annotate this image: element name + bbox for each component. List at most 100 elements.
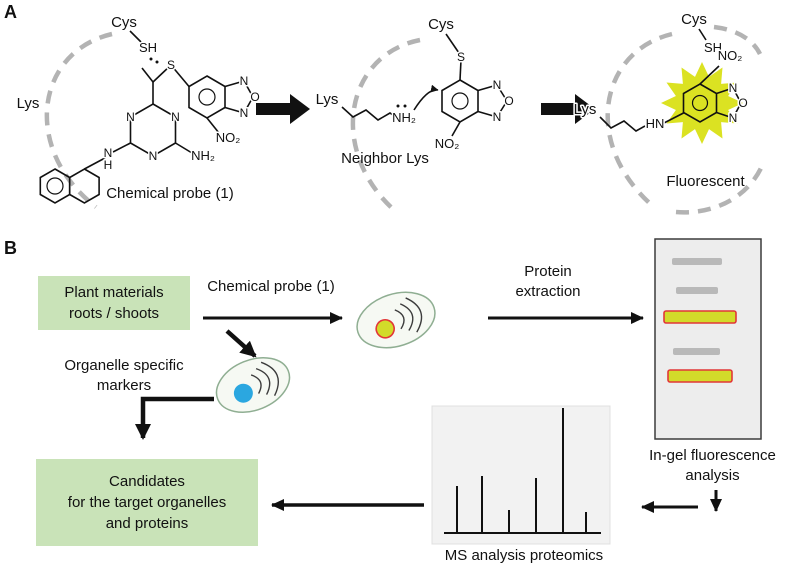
tetralin-aromatic-ring: [39, 168, 71, 204]
marker-treatment-arrow: [225, 329, 257, 358]
reaction-arrow-1: [256, 94, 310, 124]
organelle-arc: [394, 309, 405, 330]
plant-materials-line: Plant materials: [64, 283, 164, 301]
protein-surface-dashed-arc: [605, 31, 673, 210]
gel-caption: In-gel fluorescence analysis: [638, 446, 787, 485]
lone-pair-dots: [403, 104, 407, 108]
mechanism-curved-arrow: [413, 84, 439, 111]
lysine-chain: [599, 116, 646, 132]
nbd-benzene-ring: [188, 75, 226, 119]
protein-extraction-label: Protein extraction: [500, 262, 596, 301]
oxadiazole-ring: [477, 84, 508, 118]
organelle-arc: [399, 303, 414, 331]
nbd-benzene-ring: [441, 79, 479, 123]
cell-membrane: [215, 357, 291, 413]
cys-label: Cys: [681, 11, 707, 28]
cys-label: Cys: [428, 16, 454, 33]
nitrogen-label: N: [729, 81, 738, 95]
chemical-probe-label: Chemical probe (1): [207, 278, 335, 295]
gel-image: [654, 238, 762, 440]
oxadiazole-ring: [716, 87, 742, 119]
no2-label: NO₂: [216, 130, 241, 145]
fluorescent-product-structure: Cys SH NO₂ Lys HN N O N: [572, 10, 749, 144]
organelle-markers-line: markers: [96, 376, 152, 394]
chemical-probe-structure: Cys SH S Lys N N N NH₂ N H NO₂ N O N: [15, 13, 261, 204]
panel-b-label: B: [4, 238, 17, 258]
nucleus-fluorescent: [375, 318, 395, 339]
nitrogen-label: N: [493, 78, 502, 92]
gel-lane: [654, 238, 762, 440]
no2-label: NO₂: [435, 136, 460, 151]
nh2-label: NH₂: [392, 110, 416, 125]
gel-caption-line: In-gel fluorescence: [649, 447, 776, 464]
candidates-line: Candidates: [109, 472, 185, 490]
protein-extraction-line: extraction: [515, 282, 581, 300]
probe-caption: Chemical probe (1): [106, 185, 234, 202]
oxygen-label: O: [738, 96, 747, 110]
ms-caption: MS analysis proteomics: [444, 547, 604, 564]
aromatic-circle: [198, 88, 216, 106]
markers-to-candidates-arrow: [135, 396, 214, 440]
gel-band-fluorescent: [663, 310, 737, 324]
gel-band-gray: [672, 258, 722, 265]
gel-band-gray: [676, 287, 718, 294]
tetralin-saturated-ring: [68, 168, 100, 204]
hydrogen-label: H: [104, 158, 113, 172]
protein-extraction-line: Protein: [524, 263, 572, 280]
gel-band-fluorescent: [667, 369, 733, 383]
cell-probe-labeled: [356, 291, 436, 349]
neighbor-lys-caption: Neighbor Lys: [341, 150, 429, 167]
fluorescent-starburst: [661, 62, 743, 144]
aromatic-circle: [46, 177, 64, 195]
nitrogen-label: N: [149, 149, 158, 163]
cell-membrane: [356, 291, 436, 349]
protein-surface-dashed-arc: [713, 24, 763, 56]
nucleus-marker: [233, 383, 253, 403]
ms-spectrum-box: [431, 405, 611, 545]
organelle-arc: [260, 361, 279, 397]
candidates-box: Candidates for the target organelles and…: [36, 459, 258, 546]
intermediate-structure: Cys S Lys NH₂ NO₂ N O N: [314, 15, 515, 153]
sh-label: SH: [704, 40, 722, 55]
aromatic-circle: [691, 94, 709, 112]
no2-label: NO₂: [718, 48, 743, 63]
reaction-arrow-2: [541, 94, 595, 124]
lone-pair-dots: [396, 104, 400, 108]
sulfur-label: S: [167, 58, 175, 72]
lone-pair-dots: [155, 60, 159, 64]
oxygen-label: O: [250, 90, 259, 104]
sh-label: SH: [139, 40, 157, 55]
candidates-line: for the target organelles: [67, 493, 227, 511]
lysine-chain: [341, 106, 398, 121]
lone-pair-dots: [149, 57, 153, 61]
gel-caption-line: analysis: [685, 466, 740, 484]
triazine-ring: [129, 103, 177, 157]
ms-spectrum: [431, 405, 611, 545]
organelle-arc: [405, 297, 423, 333]
lys-label: Lys: [316, 91, 339, 108]
aromatic-circle: [451, 92, 469, 110]
gel-band-gray: [673, 348, 720, 355]
oxygen-label: O: [504, 94, 513, 108]
oxadiazole-ring: [224, 80, 254, 114]
lys-label: Lys: [574, 101, 597, 118]
nitrogen-label: N: [493, 110, 502, 124]
organelle-markers-line: Organelle specific: [64, 357, 184, 374]
nitrogen-label: N: [171, 110, 180, 124]
panel-a-label: A: [4, 2, 17, 22]
cys-label: Cys: [111, 14, 137, 31]
nitrogen-label: N: [729, 111, 738, 125]
nitrogen-label: N: [126, 110, 135, 124]
protein-surface-dashed-arc: [44, 31, 113, 209]
methyl-bond: [141, 67, 154, 83]
lys-label: Lys: [17, 95, 40, 112]
plant-materials-box: Plant materials roots / shoots: [38, 276, 190, 330]
organelle-markers-label: Organelle specific markers: [46, 356, 202, 395]
protein-surface-dashed-arc: [350, 37, 421, 212]
fluorescent-caption: Fluorescent: [666, 173, 745, 190]
hn-label: HN: [646, 116, 665, 131]
protein-surface-dashed-arc: [675, 165, 765, 215]
cell-marker-labeled: [215, 357, 291, 413]
sulfur-label: S: [457, 50, 465, 64]
